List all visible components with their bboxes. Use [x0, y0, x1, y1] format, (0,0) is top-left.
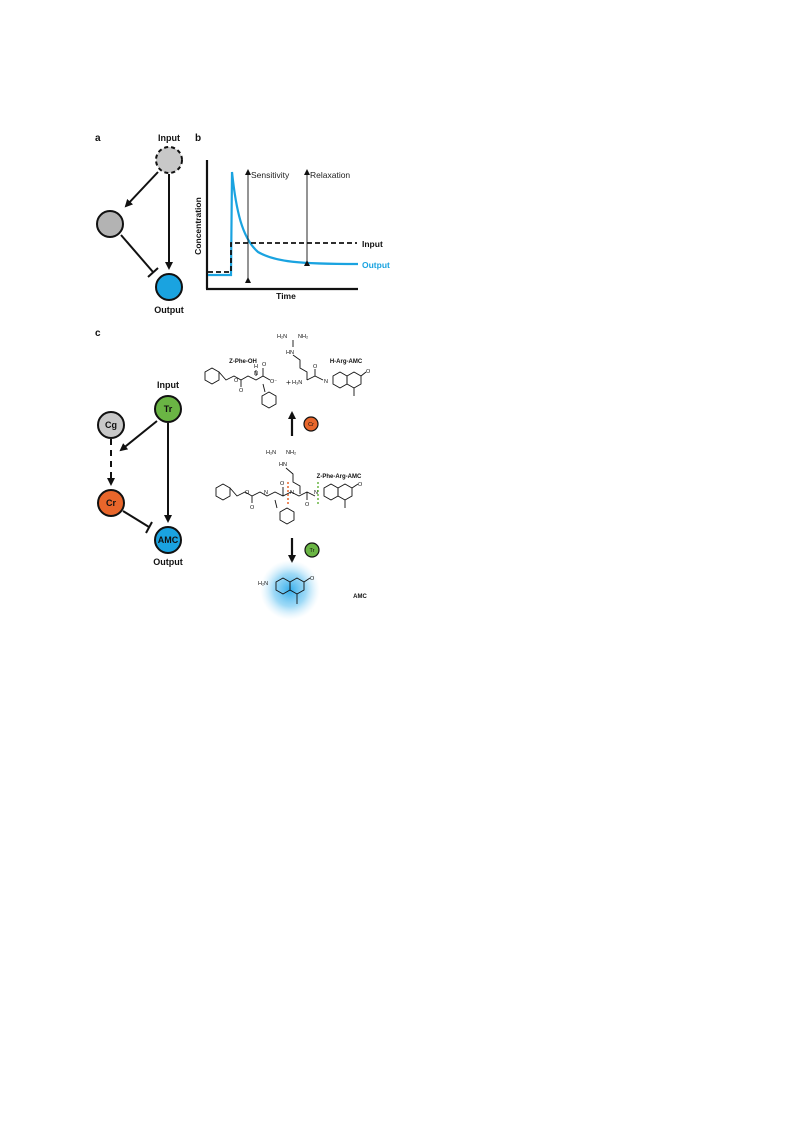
svg-text:NH₂: NH₂ — [286, 450, 296, 456]
svg-text:O⁻: O⁻ — [270, 379, 277, 385]
panel-c-cr-node — [97, 489, 125, 517]
svg-text:O: O — [310, 576, 315, 582]
svg-text:O: O — [313, 364, 318, 370]
panel-b-sensitivity-label: Sensitivity — [251, 170, 290, 180]
panel-c-tr-node — [154, 395, 182, 423]
svg-text:O: O — [366, 369, 371, 375]
panel-c-repression-bar — [145, 521, 153, 534]
panel-a-intermediate-node — [96, 210, 124, 238]
svg-text:O: O — [305, 502, 310, 508]
chem-tr-catalyst-label: Tr — [310, 548, 315, 554]
svg-text:O: O — [239, 388, 244, 394]
panel-b-y-label: Concentration — [193, 197, 203, 255]
svg-text:HN: HN — [286, 350, 294, 356]
panel-a-input-to-intermediate-arrow — [124, 171, 159, 208]
svg-text:H: H — [254, 364, 258, 370]
svg-text:N: N — [264, 490, 268, 496]
panel-c-cg-node — [97, 411, 125, 439]
panel-b-relaxation-label: Relaxation — [310, 170, 350, 180]
svg-text:H₂N: H₂N — [277, 334, 287, 340]
panel-a-letter: a — [95, 133, 101, 144]
chem-z-phe-oh-label: Z-Phe-OH — [229, 359, 257, 365]
panel-b-output-curve — [208, 171, 359, 277]
panel-c-tr-node-label: Tr — [164, 404, 173, 414]
svg-text:H₂N: H₂N — [266, 450, 276, 456]
svg-text:N: N — [290, 490, 294, 496]
chem-cr-catalyst-label: Cr — [308, 422, 314, 428]
svg-text:O: O — [262, 362, 267, 368]
panel-c-amc-node — [154, 526, 182, 554]
svg-text:O: O — [280, 481, 285, 487]
panel-b-x-label: Time — [276, 291, 296, 301]
svg-text:H₂N: H₂N — [258, 581, 268, 587]
panel-a-repression-bar — [147, 267, 159, 278]
panel-c-repression-line — [122, 510, 150, 528]
panel-b-output-series-label: Output — [362, 260, 390, 270]
svg-text:O: O — [250, 505, 255, 511]
svg-text:H₃N: H₃N — [292, 380, 302, 386]
panel-c: c Input Tr Cg Cr AMC Output Z-Phe-OH O O — [95, 328, 371, 620]
panel-b: b Concentration Time Sensitivity Relaxat… — [193, 133, 390, 301]
chem-h-arg-amc-label: H-Arg-AMC — [330, 359, 363, 365]
panel-c-letter: c — [95, 328, 101, 339]
chem-h-arg-amc-structure: H₂N NH₂ HN H₃N O N O — [277, 334, 371, 396]
chem-amc-structure: H₂N O — [258, 576, 315, 604]
panel-a: a Input Output — [95, 133, 184, 315]
svg-text:NH₂: NH₂ — [298, 334, 308, 340]
panel-b-input-series-label: Input — [362, 239, 383, 249]
panel-a-output-label: Output — [154, 305, 184, 315]
svg-text:O: O — [245, 490, 250, 496]
svg-text:O: O — [234, 378, 239, 384]
panel-c-cr-node-label: Cr — [106, 498, 116, 508]
chem-tr-catalyst — [304, 542, 320, 558]
chem-amc-product-label: AMC — [353, 594, 367, 600]
panel-a-input-label: Input — [158, 133, 180, 143]
panel-a-output-node — [155, 273, 183, 301]
panel-a-repression-line — [120, 234, 154, 273]
chem-z-phe-arg-amc-structure: H₂N NH₂ HN O O N O N O N O — [215, 450, 363, 525]
svg-text:N: N — [314, 490, 318, 496]
panel-c-amc-node-label: AMC — [158, 535, 179, 545]
svg-text:N: N — [324, 379, 328, 385]
panel-c-tr-to-cgcr-arrow — [119, 420, 158, 452]
svg-text:HN: HN — [279, 462, 287, 468]
chem-plus-sign: + — [286, 377, 291, 387]
panel-c-input-label: Input — [157, 380, 179, 390]
panel-b-input-step — [208, 242, 357, 273]
chem-z-phe-arg-amc-label: Z-Phe-Arg-AMC — [317, 474, 362, 480]
panel-a-input-node — [155, 146, 183, 174]
chem-cr-catalyst — [303, 416, 319, 432]
panel-b-letter: b — [195, 133, 201, 144]
svg-text:O: O — [358, 482, 363, 488]
panel-c-cg-node-label: Cg — [105, 420, 117, 430]
svg-text:N: N — [254, 371, 258, 377]
panel-c-output-label: Output — [153, 557, 183, 567]
chem-z-phe-oh-structure: O O H N O O⁻ — [204, 362, 277, 409]
